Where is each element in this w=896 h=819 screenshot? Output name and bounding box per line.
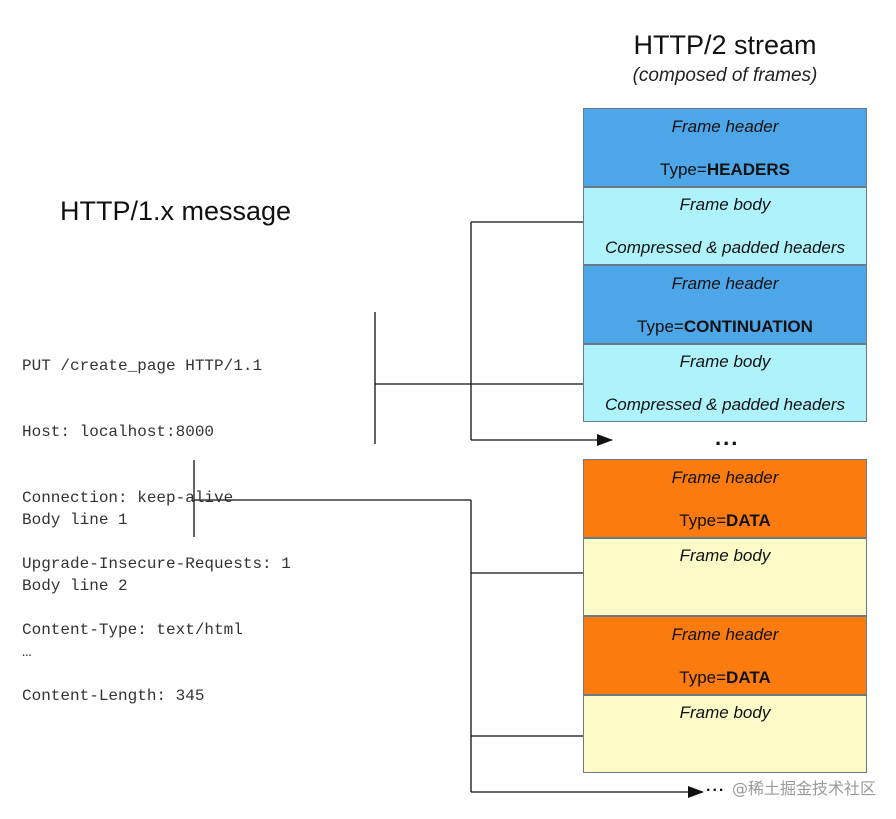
frames-ellipsis: ... [715,425,740,450]
watermark: @稀土掘金技术社区 [731,779,876,798]
frame-header-label: Frame header [671,117,779,136]
code-line: Content-Length: 345 [22,687,205,705]
code-line: Body line 1 [22,511,128,529]
frame-type: Type=HEADERS [660,160,790,179]
code-line: … [22,643,32,661]
frame-header-continuation: Frame header Type=CONTINUATION [583,265,867,344]
bottom-ellipsis: ... [706,778,726,795]
code-line: Connection: keep-alive [22,489,234,507]
frame-body-data-2: Frame body [583,695,867,773]
frame-body-label: Frame body [679,546,771,565]
frame-header-headers: Frame header Type=HEADERS [583,108,867,187]
frame-header-data-1: Frame header Type=DATA [583,459,867,538]
frame-body-label: Frame body [679,195,771,214]
http2-stream-title: HTTP/2 stream [633,30,817,60]
frame-body-label: Frame body [679,703,771,722]
http1-body-block: Body line 1 Body line 2 … [22,465,128,685]
code-line: Content-Type: text/html [22,621,243,639]
frame-header-label: Frame header [671,625,779,644]
frame-type: Type=DATA [679,668,771,687]
code-line: Body line 2 [22,577,128,595]
frame-body-continuation: Frame body Compressed & padded headers [583,344,867,422]
frame-type: Type=DATA [679,511,771,530]
frame-body-label: Frame body [679,352,771,371]
http2-stream-subtitle: (composed of frames) [632,65,818,86]
http1-header-block: PUT /create_page HTTP/1.1 Host: localhos… [22,311,291,729]
frame-header-data-2: Frame header Type=DATA [583,616,867,695]
frame-body-detail: Compressed & padded headers [604,395,846,414]
code-line: Host: localhost:8000 [22,423,215,441]
frame-body-headers: Frame body Compressed & padded headers [583,187,867,265]
code-line: Upgrade-Insecure-Requests: 1 [22,555,291,573]
frame-type: Type=CONTINUATION [637,317,813,336]
frame-header-label: Frame header [671,274,779,293]
http1-message-title: HTTP/1.x message [60,196,292,226]
frame-header-label: Frame header [671,468,779,487]
frame-body-detail: Compressed & padded headers [604,238,846,257]
code-line: PUT /create_page HTTP/1.1 [22,357,263,375]
frame-body-data-1: Frame body [583,538,867,616]
